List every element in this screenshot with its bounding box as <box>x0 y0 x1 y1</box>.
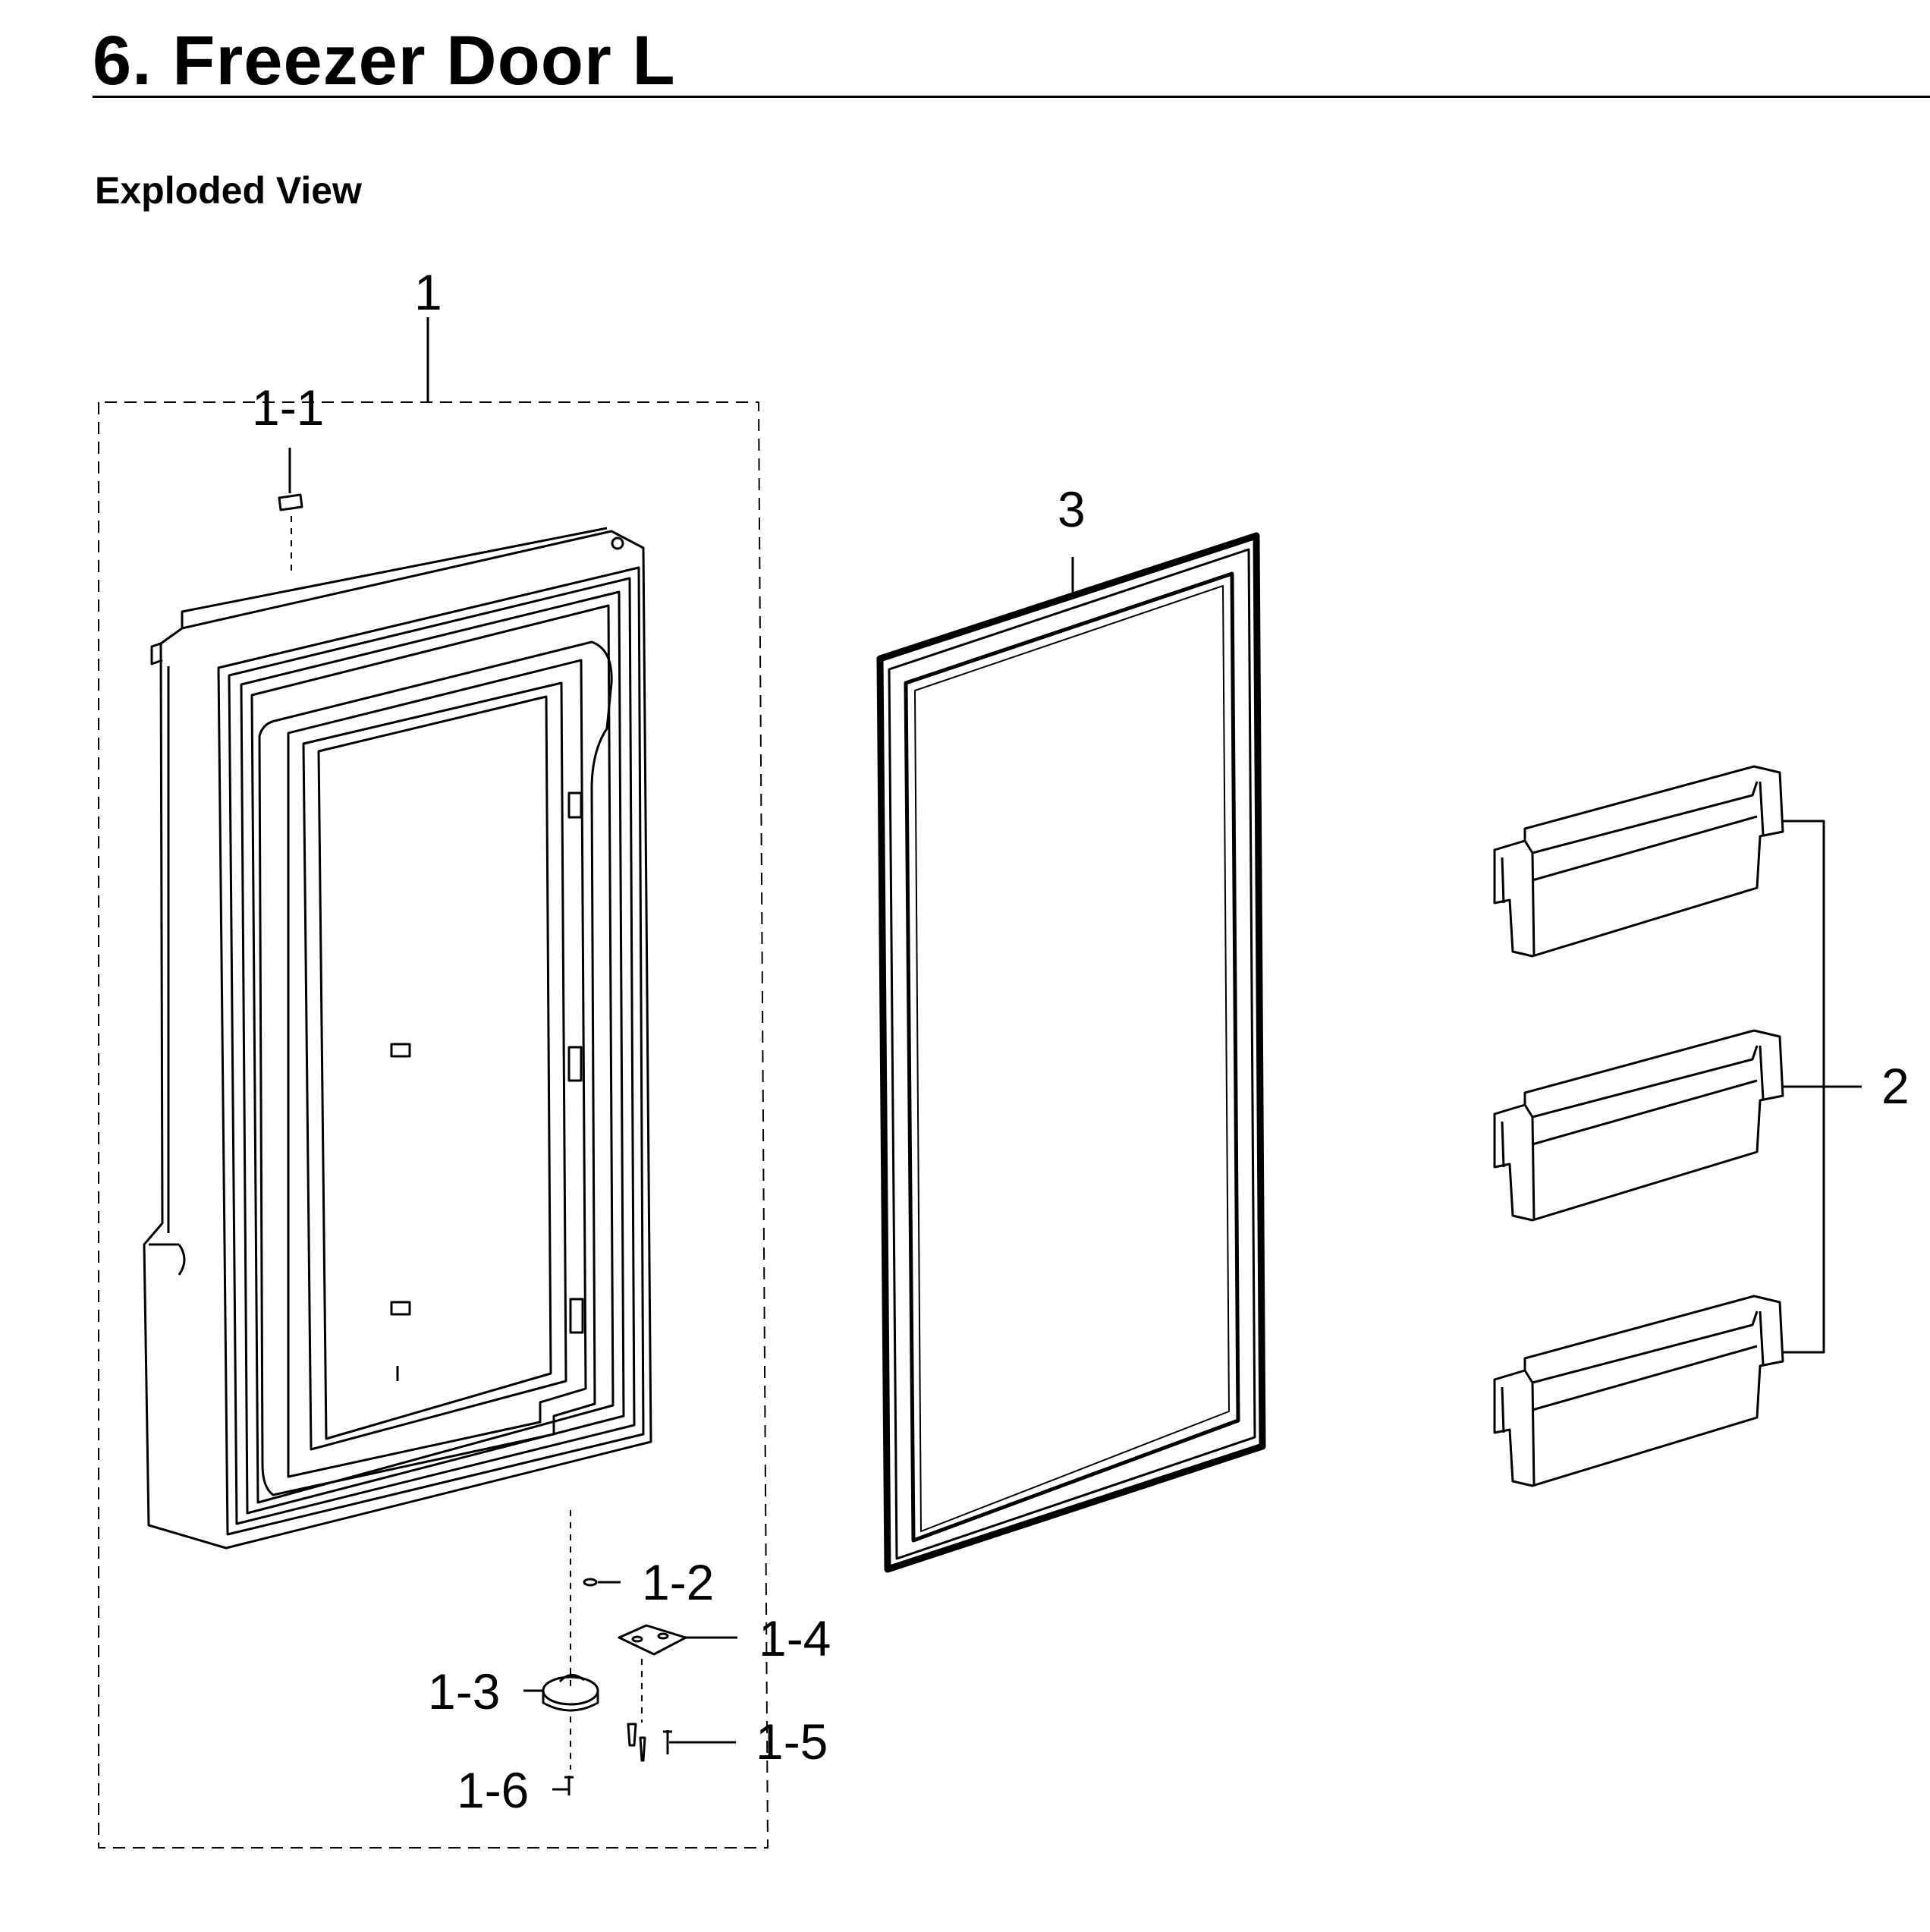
door-gasket-icon <box>876 532 1266 1573</box>
page-title: 6. Freezer Door L <box>93 22 676 99</box>
door-guard-top-icon <box>1493 765 1784 958</box>
part-1-6-icon <box>552 1776 574 1795</box>
callout-part-1-4: 1-4 <box>759 1610 831 1666</box>
door-guard-middle-icon <box>1493 1029 1784 1222</box>
callout-door-assembly: 1 <box>414 264 442 320</box>
part-1-1-icon <box>278 448 303 577</box>
part-1-4-icon <box>618 1624 737 1723</box>
callout-guard: 2 <box>1881 1058 1910 1114</box>
freezer-door-assembly-icon <box>143 527 652 1550</box>
callout-part-1-1: 1-1 <box>252 379 324 436</box>
callout-gasket: 3 <box>1058 481 1086 537</box>
part-1-2-icon <box>583 1578 621 1587</box>
callout-part-1-6: 1-6 <box>457 1762 529 1818</box>
section-subtitle: Exploded View <box>95 169 362 212</box>
leader-guard-bracket <box>1783 820 1862 1354</box>
assembly-1-boundary <box>98 401 769 1849</box>
title-underline <box>93 96 1930 98</box>
door-guard-bottom-icon <box>1493 1295 1784 1487</box>
part-1-5-icon <box>627 1723 736 1762</box>
callout-part-1-3: 1-3 <box>428 1663 500 1720</box>
part-1-3-icon <box>523 1674 599 1770</box>
callout-part-1-5: 1-5 <box>756 1713 828 1770</box>
callout-part-1-2: 1-2 <box>642 1554 714 1610</box>
